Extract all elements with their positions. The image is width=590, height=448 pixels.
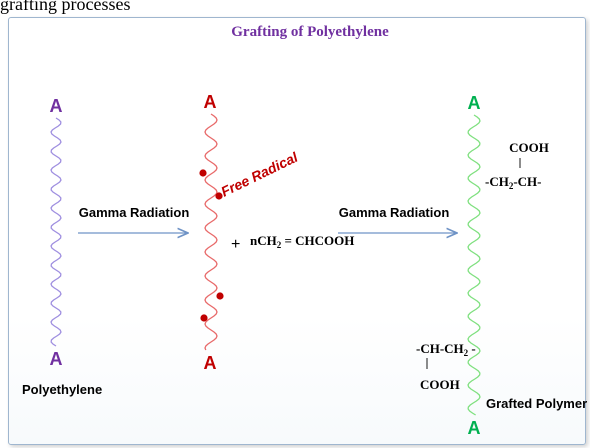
grafted-polymer-label: Grafted Polymer — [486, 396, 587, 411]
polyethylene-label: Polyethylene — [22, 382, 102, 397]
diagram-title: Grafting of Polyethylene — [231, 24, 389, 40]
upper-chain-formula: -CH2-CH- — [485, 174, 542, 191]
grafted-bottom-end-label: A — [468, 418, 481, 438]
lower-chain-formula: -CH-CH2 - — [416, 341, 476, 358]
polyethylene-bottom-end-label: A — [50, 349, 63, 369]
monomer-formula: nCH2 = CHCOOH — [250, 233, 354, 250]
radical-chain-bottom-end-label: A — [204, 353, 217, 373]
caption-text: grafting processes — [0, 0, 131, 14]
step1-label: Gamma Radiation — [79, 205, 190, 220]
radical-chain — [204, 113, 218, 351]
step2-label: Gamma Radiation — [339, 205, 450, 220]
diagram-panel — [8, 17, 586, 445]
radical-chain-top-end-label: A — [204, 92, 217, 112]
radical-dot — [216, 292, 224, 300]
radical-dot — [199, 169, 207, 177]
upper-cooh: COOH — [509, 140, 549, 155]
radical-dot — [215, 192, 223, 200]
radical-dot — [200, 314, 208, 322]
grafted-chain — [467, 114, 481, 416]
plus-sign: + — [231, 236, 240, 253]
grafted-top-end-label: A — [468, 93, 481, 113]
polyethylene-chain — [50, 117, 62, 347]
lower-cooh: COOH — [420, 377, 460, 392]
free-radical-label: Free Radical — [218, 148, 301, 199]
polyethylene-top-end-label: A — [50, 96, 63, 116]
